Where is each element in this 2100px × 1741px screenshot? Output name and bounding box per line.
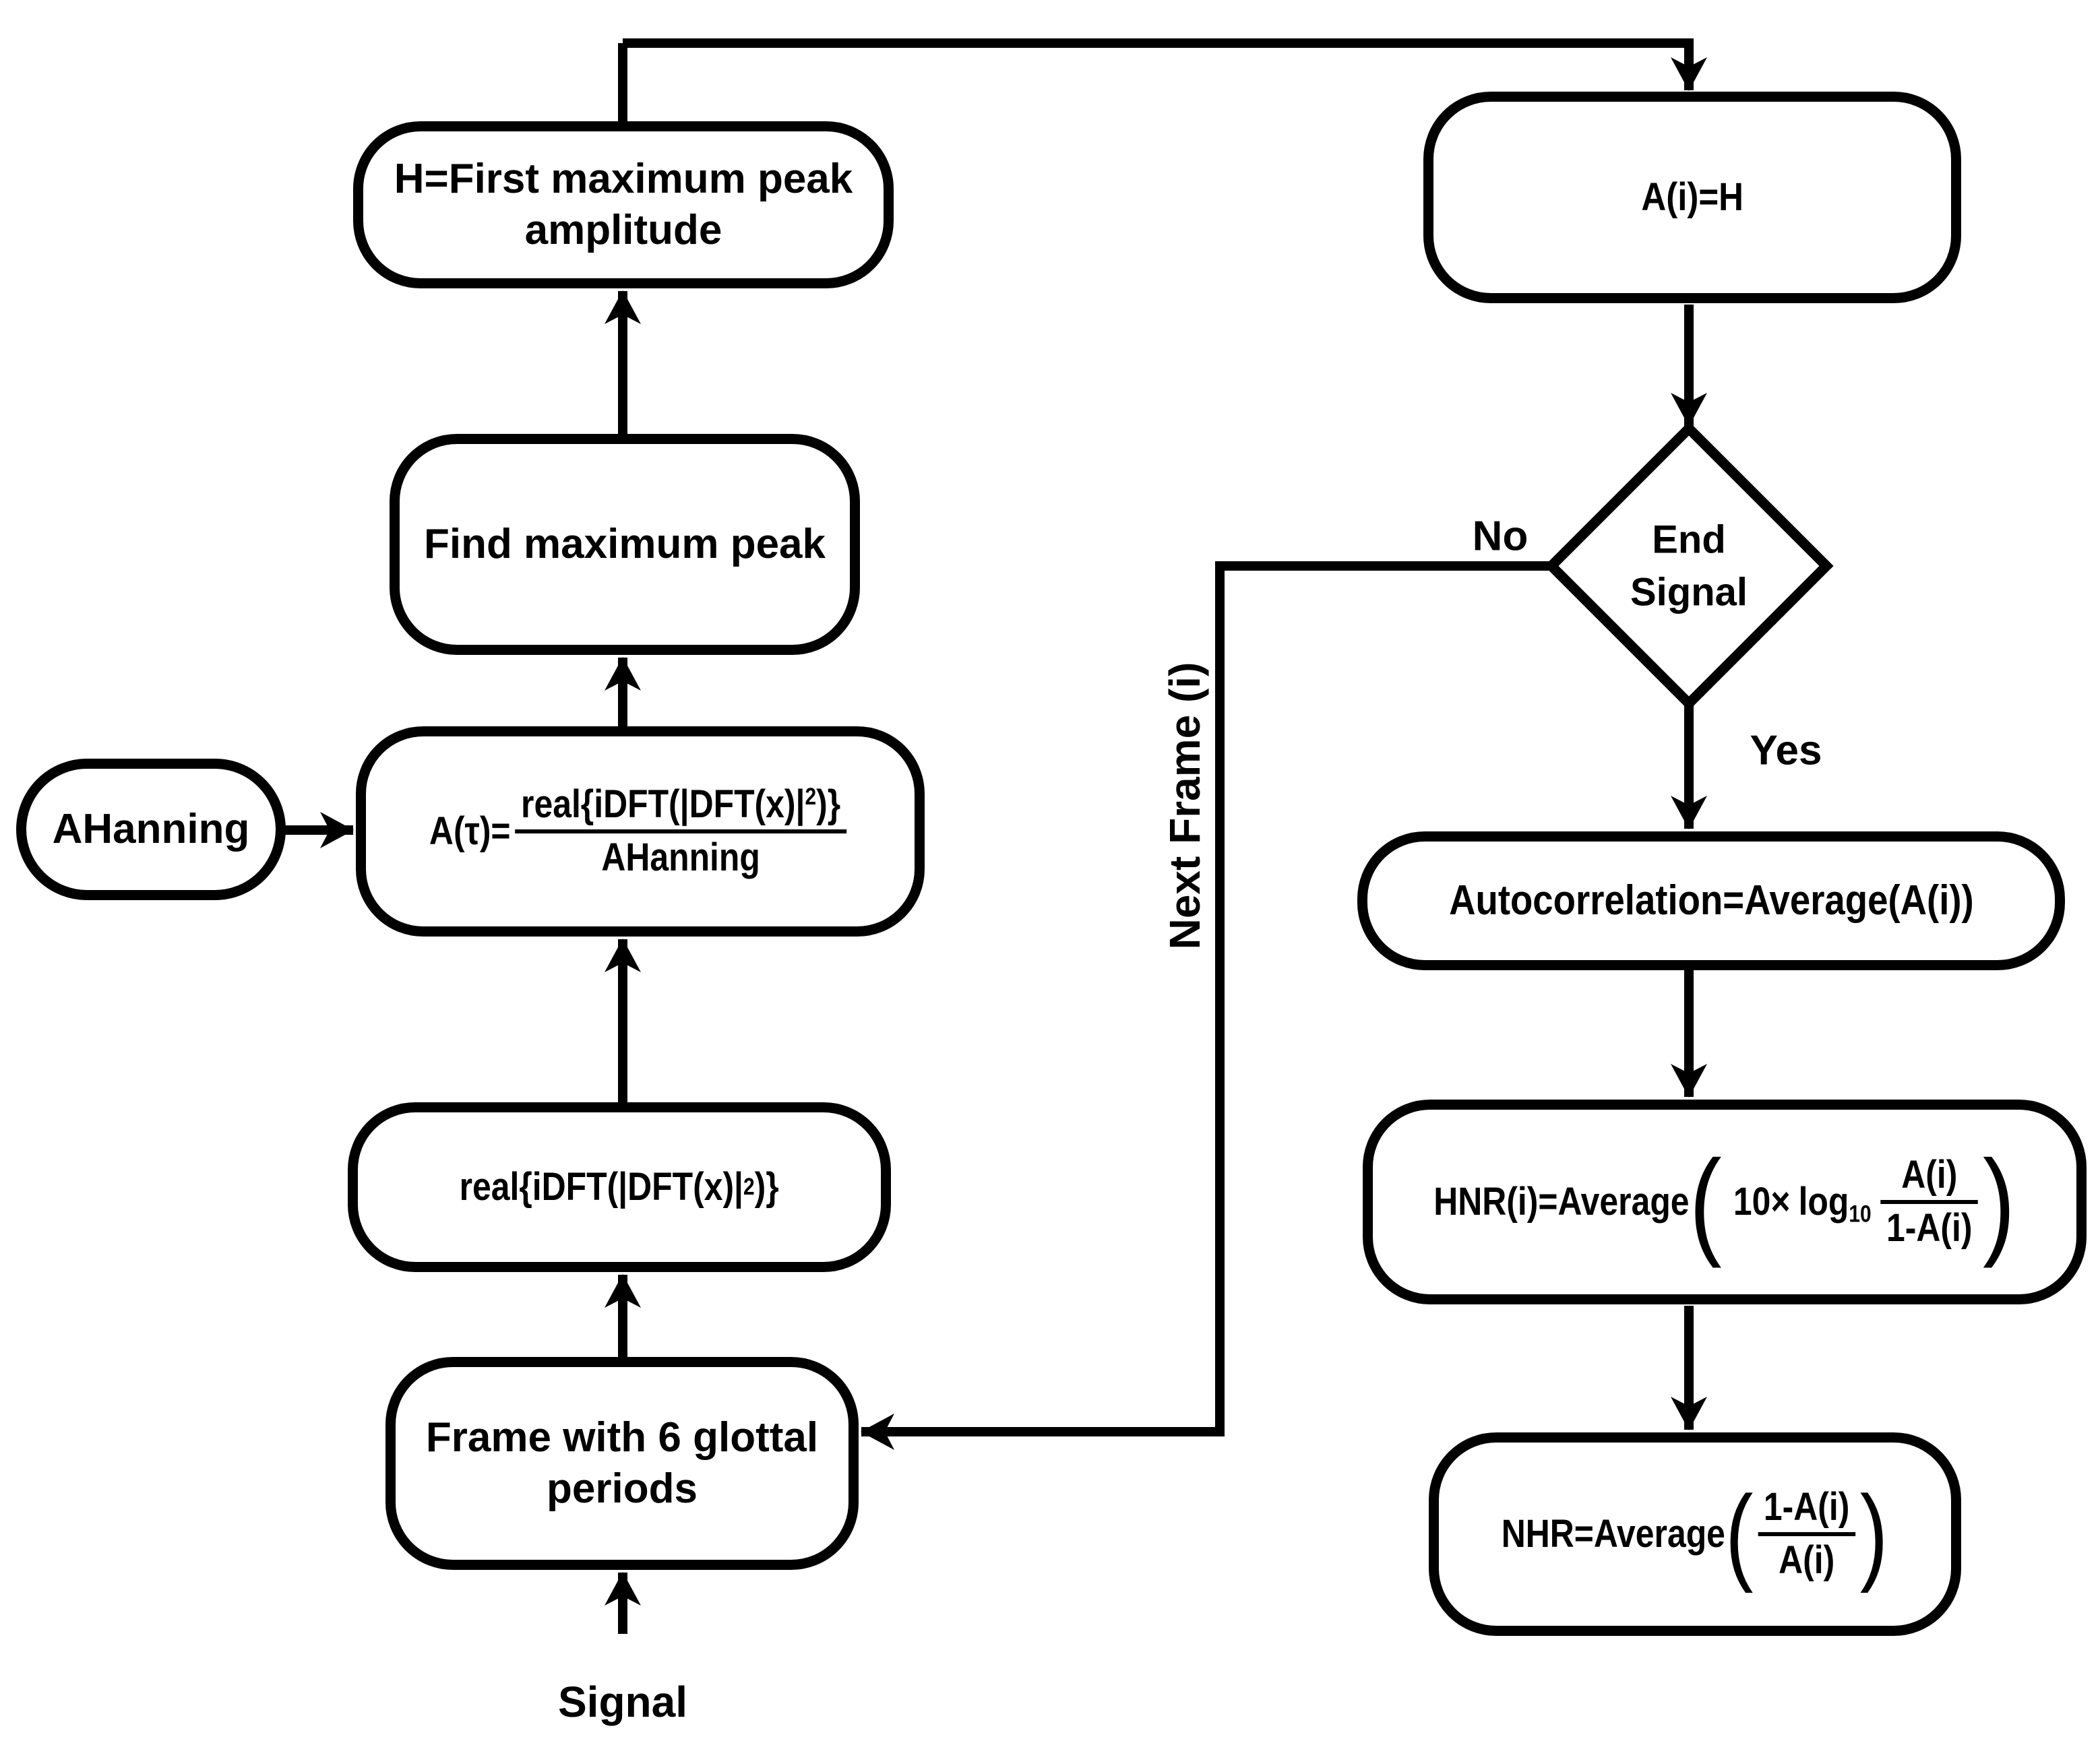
end-signal-diamond <box>1544 421 1834 711</box>
real-idft-base: real{iDFT(|DFT(x)| <box>459 1165 744 1209</box>
h-peak-label-line1: H=First maximum peak <box>394 156 853 203</box>
hnr-log: log10 <box>1798 1179 1872 1226</box>
node-nhr-formula: NHR=Average ( 1-A(i) A(i) ) <box>1429 1432 1961 1636</box>
ai-h-label: A(i)=H <box>1641 175 1743 220</box>
nhr-right-paren: ) <box>1860 1474 1888 1594</box>
edge-top-connector-to-aih <box>623 38 1707 91</box>
hnr-coef: 10× <box>1733 1180 1791 1224</box>
atau-formula: A(τ)= real{iDFT(|DFT(x)|2)} AHanning <box>429 784 851 879</box>
node-autocorrelation: Autocorrelation=Average(A(i)) <box>1357 831 2065 970</box>
edge-no-loop-to-frame <box>861 561 1551 1450</box>
ahanning-label: AHanning <box>52 806 250 853</box>
node-ahanning: AHanning <box>16 759 286 900</box>
nhr-numerator: 1-A(i) <box>1764 1485 1850 1529</box>
node-find-maximum-peak: Find maximum peak <box>390 434 860 655</box>
atau-num-sup: 2 <box>805 783 817 810</box>
nhr-fraction: 1-A(i) A(i) <box>1758 1485 1856 1582</box>
nhr-denominator: A(i) <box>1779 1538 1835 1582</box>
node-atau-formula: A(τ)= real{iDFT(|DFT(x)|2)} AHanning <box>356 726 925 937</box>
atau-num-base: real{iDFT(|DFT(x)| <box>521 782 805 827</box>
atau-denominator: AHanning <box>601 835 761 879</box>
atau-fraction-bar <box>515 829 846 833</box>
nhr-left-paren: ( <box>1725 1474 1754 1594</box>
node-real-idft: real{iDFT(|DFT(x)|2)} <box>348 1102 891 1272</box>
hnr-log-sub: 10 <box>1849 1201 1872 1228</box>
nhr-fraction-bar <box>1758 1532 1856 1536</box>
hnr-formula: HNR(i)=Average ( 10× log10 A(i) 1-A(i) ) <box>1433 1135 2016 1269</box>
next-frame-label: Next Frame (i) <box>1161 662 1209 950</box>
node-h-first-max-peak: H=First maximum peak amplitude <box>353 121 894 288</box>
hnr-lhs: HNR(i)=Average <box>1433 1180 1690 1224</box>
hnr-right-paren: ) <box>1983 1135 2016 1269</box>
no-branch-label: No <box>1472 513 1528 560</box>
hnr-left-paren: ( <box>1689 1135 1723 1269</box>
hnr-fraction-bar <box>1880 1200 1979 1204</box>
atau-num-close: )} <box>816 782 841 827</box>
atau-fraction: real{iDFT(|DFT(x)|2)} AHanning <box>515 784 846 879</box>
atau-numerator: real{iDFT(|DFT(x)|2)} <box>516 784 846 825</box>
hnr-denominator: 1-A(i) <box>1886 1206 1973 1250</box>
frame-label-line1: Frame with 6 glottal <box>425 1414 819 1461</box>
autocorrelation-label: Autocorrelation=Average(A(i)) <box>1448 877 1974 924</box>
signal-label: Signal <box>557 1678 688 1726</box>
end-signal-line2: Signal <box>1630 570 1748 614</box>
node-ai-equals-h: A(i)=H <box>1423 92 1961 303</box>
node-frame-glottal-periods: Frame with 6 glottal periods <box>385 1357 859 1570</box>
real-idft-close: )} <box>755 1165 780 1209</box>
hnr-log-base: log <box>1798 1180 1849 1224</box>
h-peak-label-line2: amplitude <box>524 207 722 253</box>
nhr-lhs: NHR=Average <box>1502 1512 1726 1556</box>
node-hnr-formula: HNR(i)=Average ( 10× log10 A(i) 1-A(i) ) <box>1363 1100 2087 1304</box>
hnr-numerator: A(i) <box>1901 1153 1958 1197</box>
find-peak-label: Find maximum peak <box>423 521 826 568</box>
hnr-fraction: A(i) 1-A(i) <box>1880 1153 1979 1250</box>
nhr-formula: NHR=Average ( 1-A(i) A(i) ) <box>1502 1474 1888 1594</box>
real-idft-formula: real{iDFT(|DFT(x)|2)} <box>459 1165 780 1209</box>
end-signal-text: End Signal <box>1630 513 1748 618</box>
atau-lhs: A(τ)= <box>429 809 511 854</box>
yes-branch-label: Yes <box>1750 727 1822 774</box>
end-signal-line1: End <box>1652 517 1726 562</box>
frame-label-line2: periods <box>547 1465 698 1512</box>
